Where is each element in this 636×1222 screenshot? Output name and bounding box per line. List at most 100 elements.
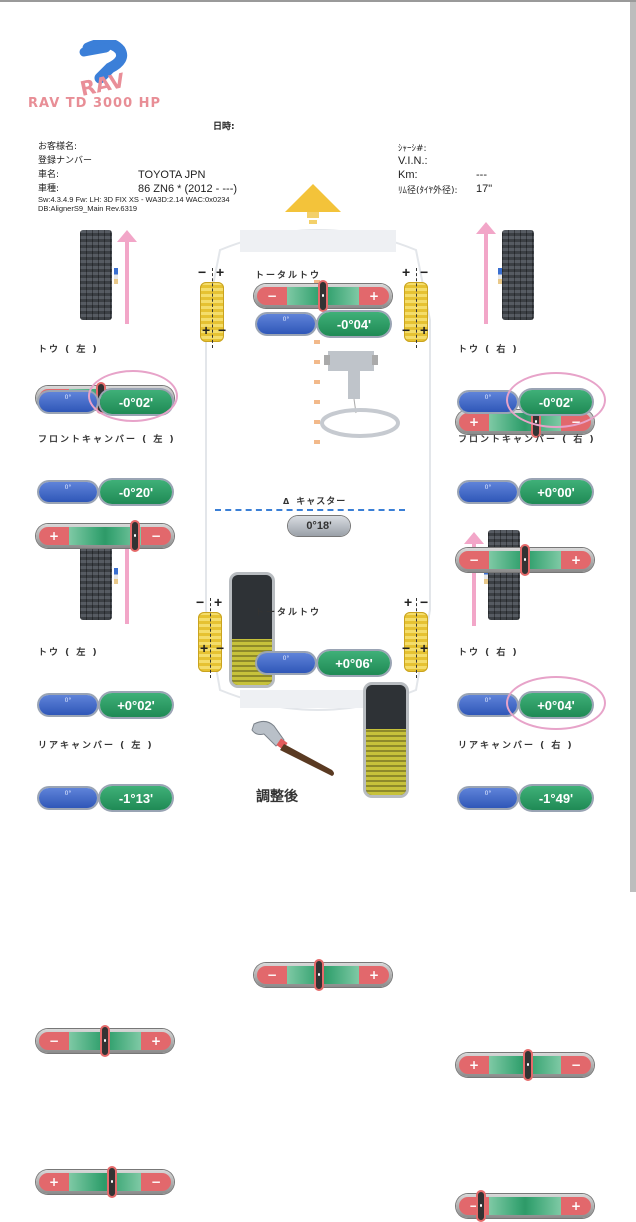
caster-title: Δ キャスター [283,494,346,507]
minus-sign: − [257,966,287,984]
rear-camber-right-gauge: −+ [456,1190,594,1222]
minus-sign: − [257,287,287,305]
front-camber-left-label: フロントキャンバー ( 左 ) [38,435,176,445]
rim-value: 17" [476,183,493,195]
rear-camber-left-gauge: +− [36,1166,174,1198]
handwritten-circle-mark [88,370,178,422]
direction-arrow-icon [464,532,484,544]
sign-label: + [200,640,209,656]
rear-right-wheel-axis [416,598,417,678]
delta-symbol: Δ [283,497,291,506]
model-value: 86 ZN6 * (2012 - ---) [138,183,238,195]
front-right-tire-icon [502,230,534,320]
rear-camber-left-label: リアキャンバー ( 左 ) [38,741,154,751]
front-toe-right-label: トウ ( 右 ) [458,345,519,355]
sign-label: + [404,594,413,610]
direction-arrow-shaft [125,540,129,624]
km-label: Km: [398,169,418,181]
front-total-toe-reference: 0° [257,314,315,334]
direction-arrow-shaft [125,240,129,324]
caster-value: 0°18' [288,516,350,536]
sign-label: + [420,640,429,656]
page-top-border [0,0,636,2]
rear-left-wheel-axis [210,598,211,678]
sign-label: − [196,594,205,610]
sign-label: − [218,322,227,338]
front-camber-left-reference: 0° [39,482,97,502]
front-left-tire-icon [80,230,112,320]
front-toe-right-reference: 0° [459,392,517,412]
sign-label: + [420,322,429,338]
gauge-needle [100,1025,110,1057]
front-camber-left-value: -0°20' [100,480,172,504]
customer-info: お客様名: 登録ナンバー 車名:TOYOTA JPN 車種:86 ZN6 * (… [38,140,237,196]
rear-toe-left-value: +0°02' [100,693,172,717]
handwritten-circle-mark [506,676,606,730]
software-version: Sw:4.3.4.9 Fw: LH: 3D FIX XS - WA3D:2.14… [38,195,230,204]
tire-marker-icon [114,568,118,584]
gauge-needle [522,1049,533,1081]
front-total-toe-label: トータルトウ [255,271,322,281]
gauge-needle [313,959,324,991]
car-outline-illustration [205,229,431,711]
direction-arrow-shaft [472,542,476,626]
rav-logo-icon: RAV [78,40,128,98]
front-toe-left-reference: 0° [39,392,97,412]
tire-marker-icon [498,268,502,284]
model-label: 車種: [38,184,60,194]
caster-label: キャスター [296,497,347,507]
right-sign: + [141,1032,171,1050]
sign-label: + [402,264,411,280]
plus-sign: + [359,966,389,984]
right-sign: + [561,551,591,569]
rear-toe-left-reference: 0° [39,695,97,715]
front-toe-left-label: トウ ( 左 ) [38,345,99,355]
rear-camber-right-value: -1°49' [520,786,592,810]
gauge-needle [106,1166,117,1198]
forward-arrow-icon [285,184,341,224]
gauge-needle [318,280,328,312]
scan-edge [630,2,636,892]
rear-total-toe-gauge: −+ [254,959,392,991]
right-sign: + [561,1197,591,1215]
sign-label: + [202,322,211,338]
front-camber-right-value: +0°00' [520,480,592,504]
rear-right-tire-icon [488,530,520,620]
gauge-needle [520,544,530,576]
registration-label: 登録ナンバー [38,156,93,166]
rear-camber-left-value: -1°13' [100,786,172,810]
rear-toe-right-gauge: +− [456,1049,594,1081]
rear-camber-right-label: リアキャンバー ( 右 ) [458,741,574,751]
gauge-needle [130,520,141,552]
rear-camber-left-reference: 0° [39,788,97,808]
datetime-label: 日時: [213,122,235,132]
sign-label: − [198,264,207,280]
front-camber-right-reference: 0° [459,482,517,502]
km-value: --- [476,169,487,181]
left-sign: + [459,1056,489,1074]
adjustment-status: 調整後 [256,789,298,805]
caster-reference-line [215,509,405,511]
left-sign: + [39,1173,69,1191]
rear-total-toe-value: +0°06' [318,651,390,675]
brand-name: RAV TD 3000 HP [28,96,162,111]
direction-arrow-icon [476,222,496,234]
front-camber-left-gauge: +− [36,520,174,552]
front-camber-right-gauge: −+ [456,544,594,576]
rear-total-toe-reference: 0° [257,653,315,673]
direction-arrow-icon [117,230,137,242]
front-left-wheel-axis [212,268,213,348]
rear-toe-right-reference: 0° [459,695,517,715]
logo-text: RAV [78,68,128,98]
steering-wheel-icon [320,351,400,438]
front-right-wheel-axis [416,268,417,348]
direction-arrow-shaft [484,232,488,324]
front-total-toe-gauge: −+ [254,280,392,312]
database-version: DB:AlignerS9_Main Rev.6319 [38,204,138,213]
front-total-toe-value: -0°04' [318,312,390,336]
left-sign: + [39,527,69,545]
right-sign: − [141,1173,171,1191]
caster-right-fill [366,729,406,795]
gauge-needle [475,1190,486,1222]
plus-sign: + [359,287,389,305]
